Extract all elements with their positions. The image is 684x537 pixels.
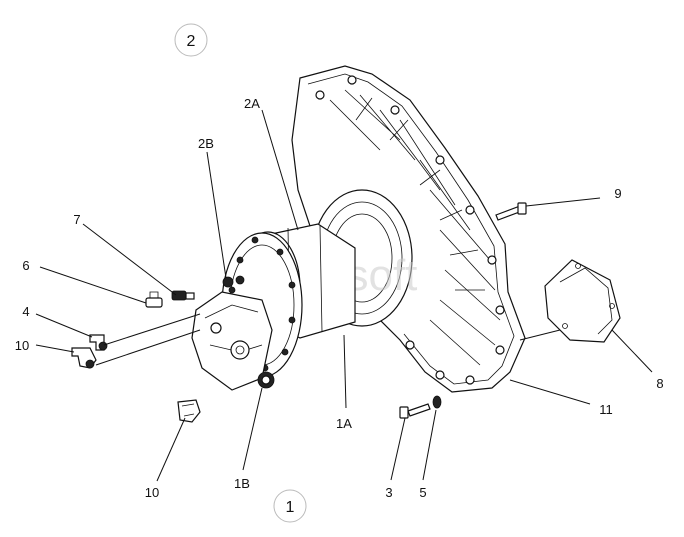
washer-5: [432, 395, 442, 409]
label-4: 4: [22, 304, 29, 319]
valve-block: [191, 275, 275, 391]
label-8: 8: [656, 376, 663, 391]
label-3: 3: [385, 485, 392, 500]
fitting-6: [145, 291, 163, 308]
label-1A: 1A: [336, 416, 352, 431]
view-callout-2: 2: [174, 23, 208, 57]
label-11: 11: [599, 402, 613, 417]
label-10-upper: 10: [15, 338, 29, 353]
label-6: 6: [22, 258, 29, 273]
label-9: 9: [614, 186, 621, 201]
elbow-fitting-10-upper: [71, 347, 97, 369]
label-5: 5: [419, 485, 426, 500]
flange-plate: [291, 65, 526, 393]
label-2A: 2A: [244, 96, 260, 111]
view-callout-1-label: 1: [286, 499, 295, 516]
label-1B: 1B: [234, 476, 250, 491]
label-10-lower: 10: [145, 485, 159, 500]
elbow-fitting-10-lower: [177, 399, 201, 423]
label-7: 7: [73, 212, 80, 227]
view-callout-2-label: 2: [187, 33, 196, 50]
part-labels: 2A 2B 7 6 4 10 9 8 11 1A 1B 10 3 5: [15, 96, 664, 500]
leader-lines: [35, 109, 653, 482]
label-2B: 2B: [198, 136, 214, 151]
fitting-7: [171, 290, 195, 301]
bolt-9: [495, 202, 527, 221]
elbow-fitting-4: [89, 334, 108, 351]
cover-plate-8: [544, 259, 621, 343]
view-callout-1: 1: [273, 489, 307, 523]
bolt-3: [399, 403, 431, 419]
